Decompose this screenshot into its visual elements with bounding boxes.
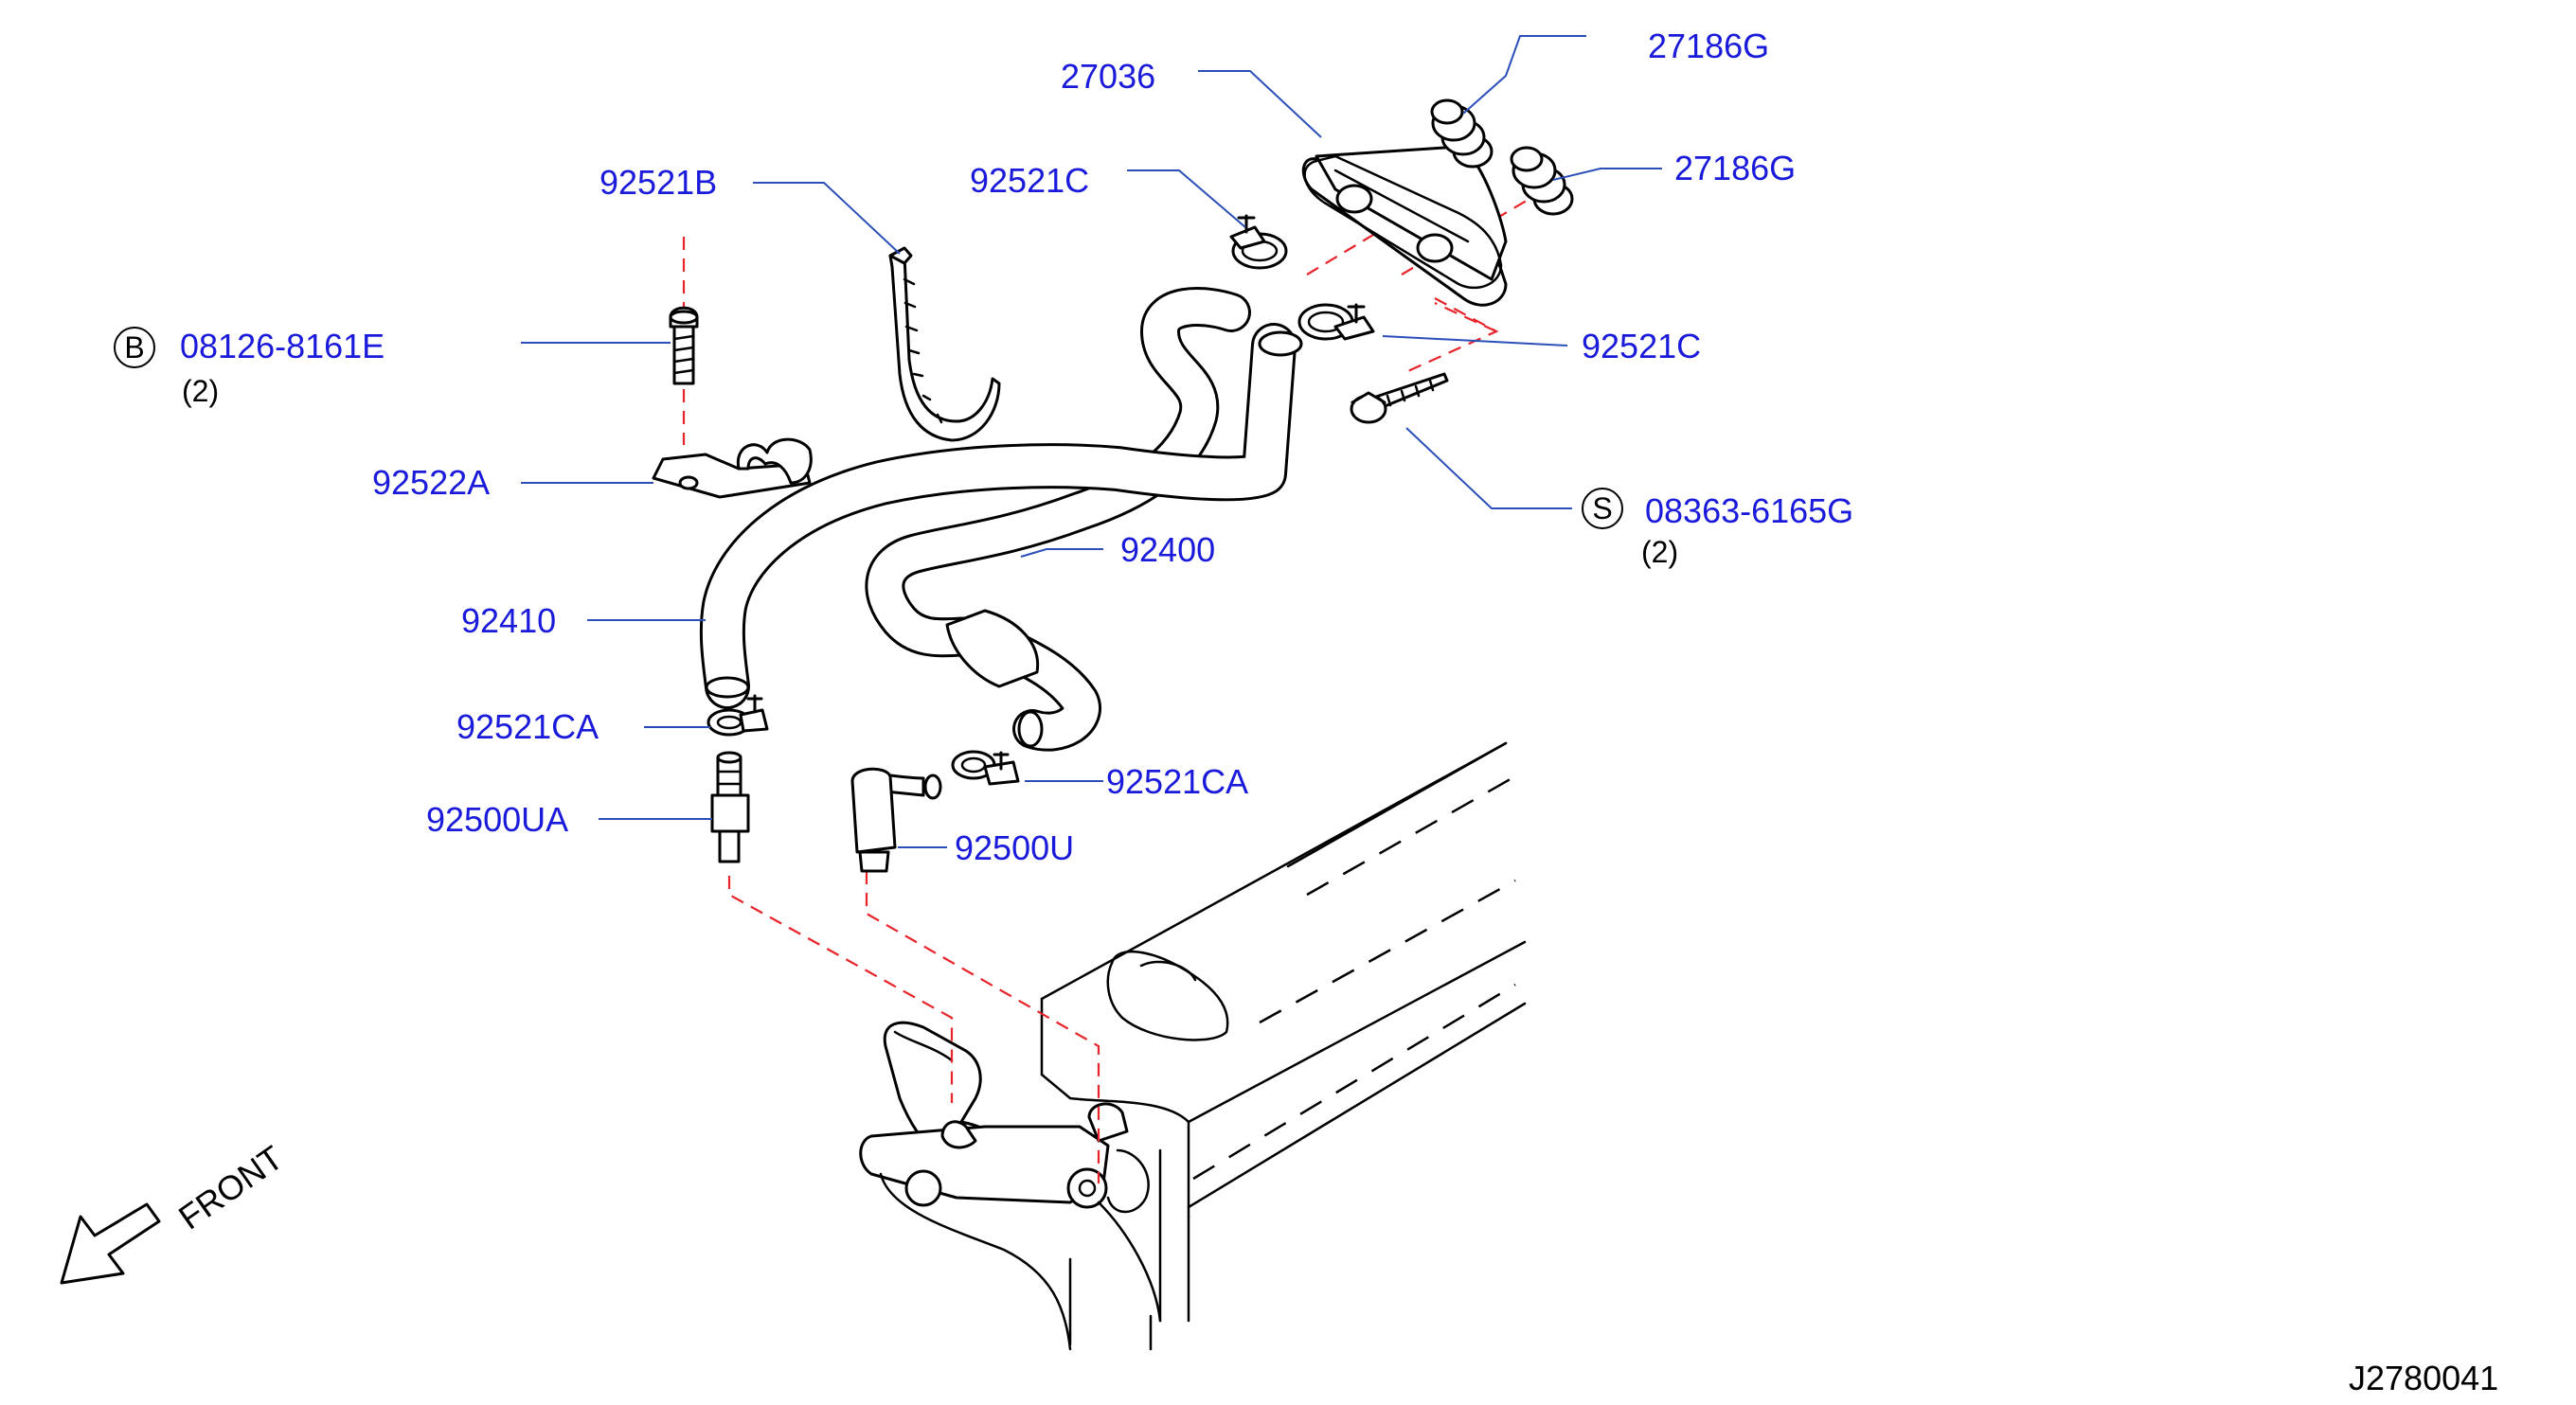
bracket-92521b: [888, 246, 1001, 442]
label-08126-8161e[interactable]: 08126-8161E: [180, 327, 385, 365]
clamp-92521ca-right: [951, 750, 1020, 786]
screw-08363-6165g: [1350, 372, 1449, 424]
screw-symbol-letter: S: [1592, 491, 1612, 525]
front-arrow-icon: [60, 1202, 161, 1285]
hose-92410: [699, 323, 1303, 709]
label-92500ua[interactable]: 92500UA: [426, 800, 568, 839]
hose-92400: [865, 287, 1251, 752]
label-92521c-lower[interactable]: 92521C: [1582, 327, 1701, 365]
bolt-symbol-letter: B: [124, 330, 144, 365]
label-27186g-lower[interactable]: 27186G: [1674, 149, 1796, 187]
part-labels: 27036 27186G 27186G 92521B 92521C 92521C…: [180, 27, 1853, 867]
qty-08126-8161e: (2): [182, 374, 219, 408]
gasket-plate-27036: [1301, 145, 1508, 307]
label-92400[interactable]: 92400: [1120, 530, 1215, 569]
qty-08363-6165g: (2): [1641, 535, 1678, 569]
clamp-92521ca-left: [707, 694, 769, 737]
grommet-27186g-upper: [1430, 98, 1494, 169]
bolt-08126-8161e: [669, 306, 699, 385]
label-08363-6165g[interactable]: 08363-6165G: [1645, 491, 1853, 530]
label-92410[interactable]: 92410: [461, 601, 556, 640]
clamp-92521c-lower: [1297, 303, 1375, 341]
screw-symbol-icon: S: [1582, 488, 1623, 529]
fitting-92500u: [850, 767, 942, 873]
clamp-92521c-upper: [1229, 214, 1288, 270]
water-outlet-housing: [859, 1021, 1162, 1351]
diagram-code: J2780041: [2349, 1359, 2498, 1397]
assembly-guide-lines: [682, 174, 1530, 1183]
clip-92522a: [652, 437, 813, 499]
engine-outline: [1040, 741, 1527, 1351]
fitting-92500ua: [710, 751, 750, 863]
label-92500u[interactable]: 92500U: [955, 828, 1074, 867]
label-92521ca-left[interactable]: 92521CA: [456, 707, 599, 746]
grommet-27186g-lower: [1510, 146, 1574, 216]
label-92521ca-right[interactable]: 92521CA: [1106, 762, 1248, 801]
label-27036[interactable]: 27036: [1061, 57, 1155, 96]
front-label: FRONT: [171, 1138, 290, 1237]
label-92522a[interactable]: 92522A: [372, 463, 490, 502]
leader-lines: [521, 35, 1662, 848]
label-92521c-upper[interactable]: 92521C: [970, 161, 1089, 200]
label-92521b[interactable]: 92521B: [599, 163, 717, 202]
bolt-symbol-icon: B: [114, 327, 155, 368]
label-27186g-upper[interactable]: 27186G: [1648, 27, 1769, 65]
